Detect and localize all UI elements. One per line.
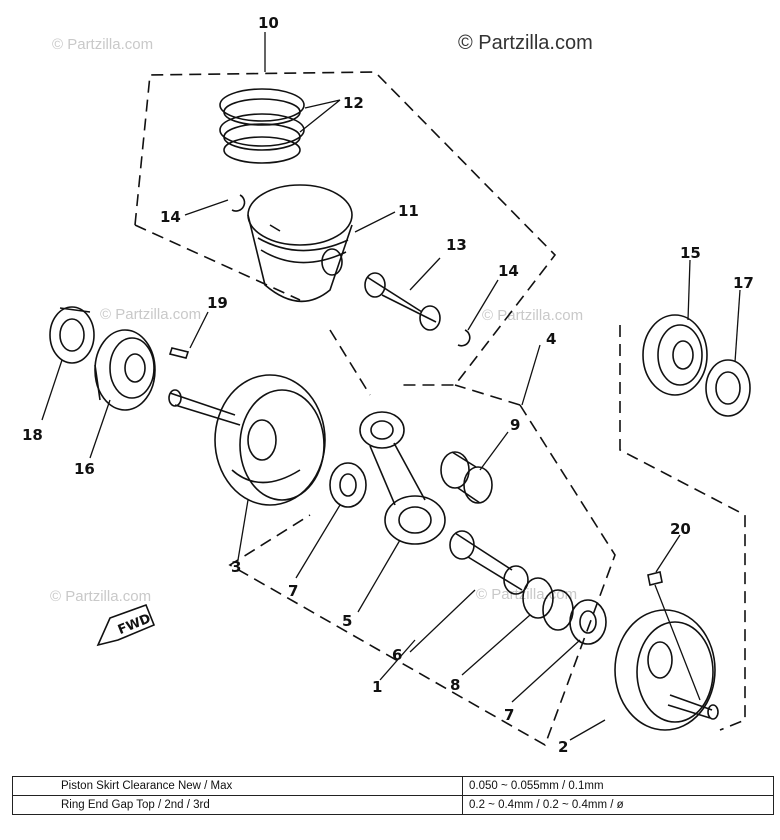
callout-13: 13	[446, 236, 467, 254]
callout-6: 6	[392, 646, 402, 664]
callout-14: 14	[498, 262, 519, 280]
fwd-arrow-icon	[96, 603, 156, 647]
spec-value: 0.2 ~ 0.4mm / 0.2 ~ 0.4mm / ø	[462, 795, 774, 815]
callout-17: 17	[733, 274, 754, 292]
spec-name: Ring End Gap Top / 2nd / 3rd	[12, 795, 463, 815]
watermark-main: © Partzilla.com	[458, 32, 593, 54]
callout-4: 4	[546, 330, 556, 348]
oil-seal-left	[49, 306, 95, 364]
circlip	[457, 329, 471, 347]
spec-value: 0.050 ~ 0.055mm / 0.1mm	[462, 776, 774, 796]
spec-name: Piston Skirt Clearance New / Max	[12, 776, 463, 796]
callout-14: 14	[160, 208, 181, 226]
needle-bearing-small	[440, 451, 493, 504]
connecting-rod	[359, 411, 446, 545]
callout-2: 2	[558, 738, 568, 756]
crank-group-outline	[228, 404, 616, 747]
callout-10: 10	[258, 14, 279, 32]
callout-12: 12	[343, 94, 364, 112]
crank-pin	[449, 530, 529, 595]
fwd-label: FWD	[116, 611, 153, 638]
piston-rings	[219, 88, 305, 164]
callout-16: 16	[74, 460, 95, 478]
needle-bearing-big	[522, 577, 574, 631]
oil-seal-right	[705, 359, 751, 417]
table-row: Piston Skirt Clearance New / Max 0.050 ~…	[12, 776, 774, 796]
callout-18: 18	[22, 426, 43, 444]
watermark: © Partzilla.com	[50, 588, 152, 605]
thrust-washer	[569, 599, 607, 645]
crank-half-left	[168, 374, 326, 506]
bearing-right	[642, 314, 708, 396]
specification-table: Piston Skirt Clearance New / Max 0.050 ~…	[12, 776, 774, 815]
callout-7: 7	[288, 582, 298, 600]
callout-19: 19	[207, 294, 228, 312]
woodruff-key	[168, 347, 190, 359]
callout-8: 8	[450, 676, 460, 694]
watermark: © Partzilla.com	[100, 306, 202, 323]
woodruff-key	[647, 571, 663, 586]
callout-11: 11	[398, 202, 419, 220]
callout-7: 7	[504, 706, 514, 724]
callout-1: 1	[372, 678, 382, 696]
crank-half-right	[614, 609, 719, 731]
callout-9: 9	[510, 416, 520, 434]
piston	[247, 184, 353, 303]
circlip	[231, 194, 246, 212]
watermark: © Partzilla.com	[482, 307, 584, 324]
callout-3: 3	[231, 558, 241, 576]
callout-20: 20	[670, 520, 691, 538]
bearing-left	[94, 329, 156, 411]
callout-15: 15	[680, 244, 701, 262]
piston-pin	[364, 272, 441, 331]
thrust-washer	[329, 462, 367, 508]
table-row: Ring End Gap Top / 2nd / 3rd 0.2 ~ 0.4mm…	[12, 795, 774, 815]
callout-5: 5	[342, 612, 352, 630]
piston-group-outline	[134, 71, 557, 386]
watermark: © Partzilla.com	[52, 36, 154, 53]
exploded-parts-diagram: FWD 10 12 14 11 13 14 4 15 17 19 18 16 9…	[22, 14, 754, 756]
